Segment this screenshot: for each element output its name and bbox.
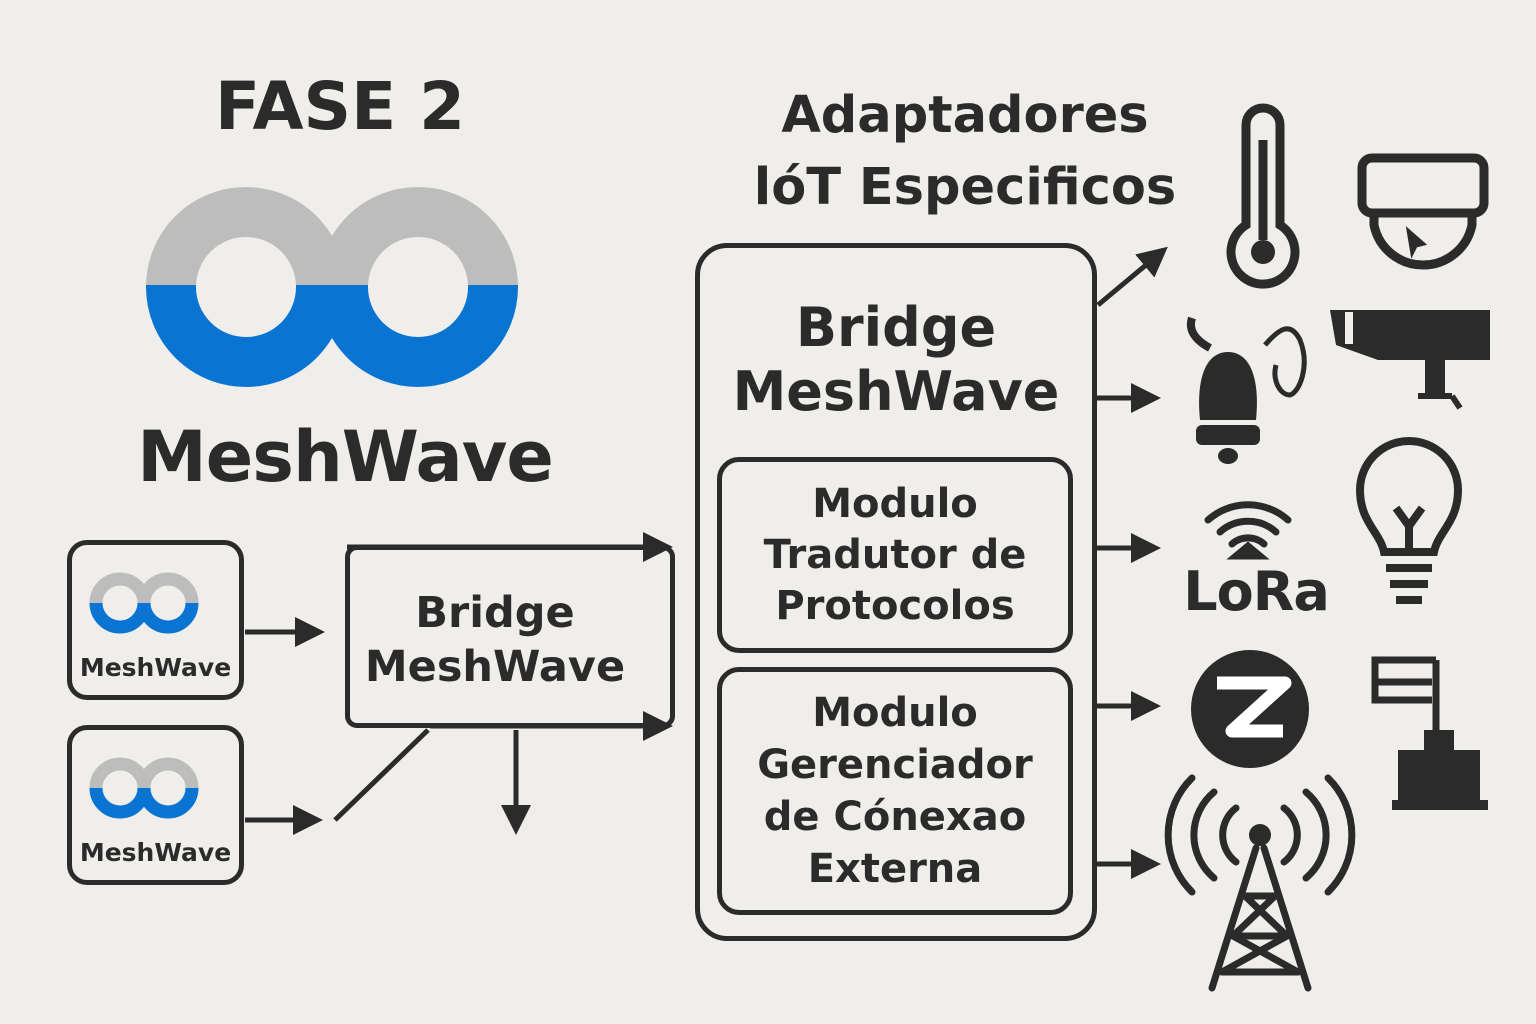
meshwave-node-2[interactable]: MeshWave xyxy=(67,725,244,885)
node-logo-icon xyxy=(89,757,199,819)
meshwave-node-1[interactable]: MeshWave xyxy=(67,540,244,700)
node-label: MeshWave xyxy=(79,653,232,682)
meshwave-logo-icon xyxy=(146,187,518,387)
bridge-small-line1: Bridge xyxy=(415,588,575,638)
door-lock-icon xyxy=(1371,656,1488,810)
thermometer-icon xyxy=(1226,103,1300,289)
module-line: Modulo xyxy=(812,690,978,736)
adapters-title-line1: Adaptadores xyxy=(781,86,1149,145)
node-label: MeshWave xyxy=(79,838,232,867)
wifi-icon xyxy=(1204,501,1292,560)
radio-tower-icon xyxy=(1164,774,1356,992)
bridge-small-box[interactable]: Bridge MeshWave xyxy=(345,545,675,728)
brand-name: MeshWave xyxy=(137,416,554,498)
bridge-main-box[interactable]: Bridge MeshWave xyxy=(695,243,1097,941)
lora-label: LoRa xyxy=(1183,560,1330,623)
adapters-title-line2: lóT Especificos xyxy=(753,158,1177,217)
module-line: Externa xyxy=(807,846,983,892)
zigbee-icon xyxy=(1191,650,1309,768)
module-line: Gerenciador xyxy=(757,742,1033,788)
node-logo-icon xyxy=(89,572,199,634)
module-line: Modulo xyxy=(812,480,978,527)
alarm-bell-icon xyxy=(1187,316,1307,464)
phase-title: FASE 2 xyxy=(214,68,466,145)
module-line: Tradutor de xyxy=(763,531,1027,578)
external-connection-module[interactable]: Modulo Gerenciador de Cónexao Externa xyxy=(717,667,1073,915)
light-bulb-icon xyxy=(1355,437,1463,604)
bridge-main-line1: Bridge xyxy=(795,296,997,359)
module-line: Protocolos xyxy=(775,582,1015,629)
bullet-camera-icon xyxy=(1330,310,1490,410)
protocol-translator-module[interactable]: Modulo Tradutor de Protocolos xyxy=(717,457,1073,653)
module-line: de Cónexao xyxy=(763,794,1027,840)
bridge-small-line2: MeshWave xyxy=(364,642,626,692)
dome-camera-icon xyxy=(1357,153,1489,270)
bridge-main-line2: MeshWave xyxy=(732,360,1060,423)
